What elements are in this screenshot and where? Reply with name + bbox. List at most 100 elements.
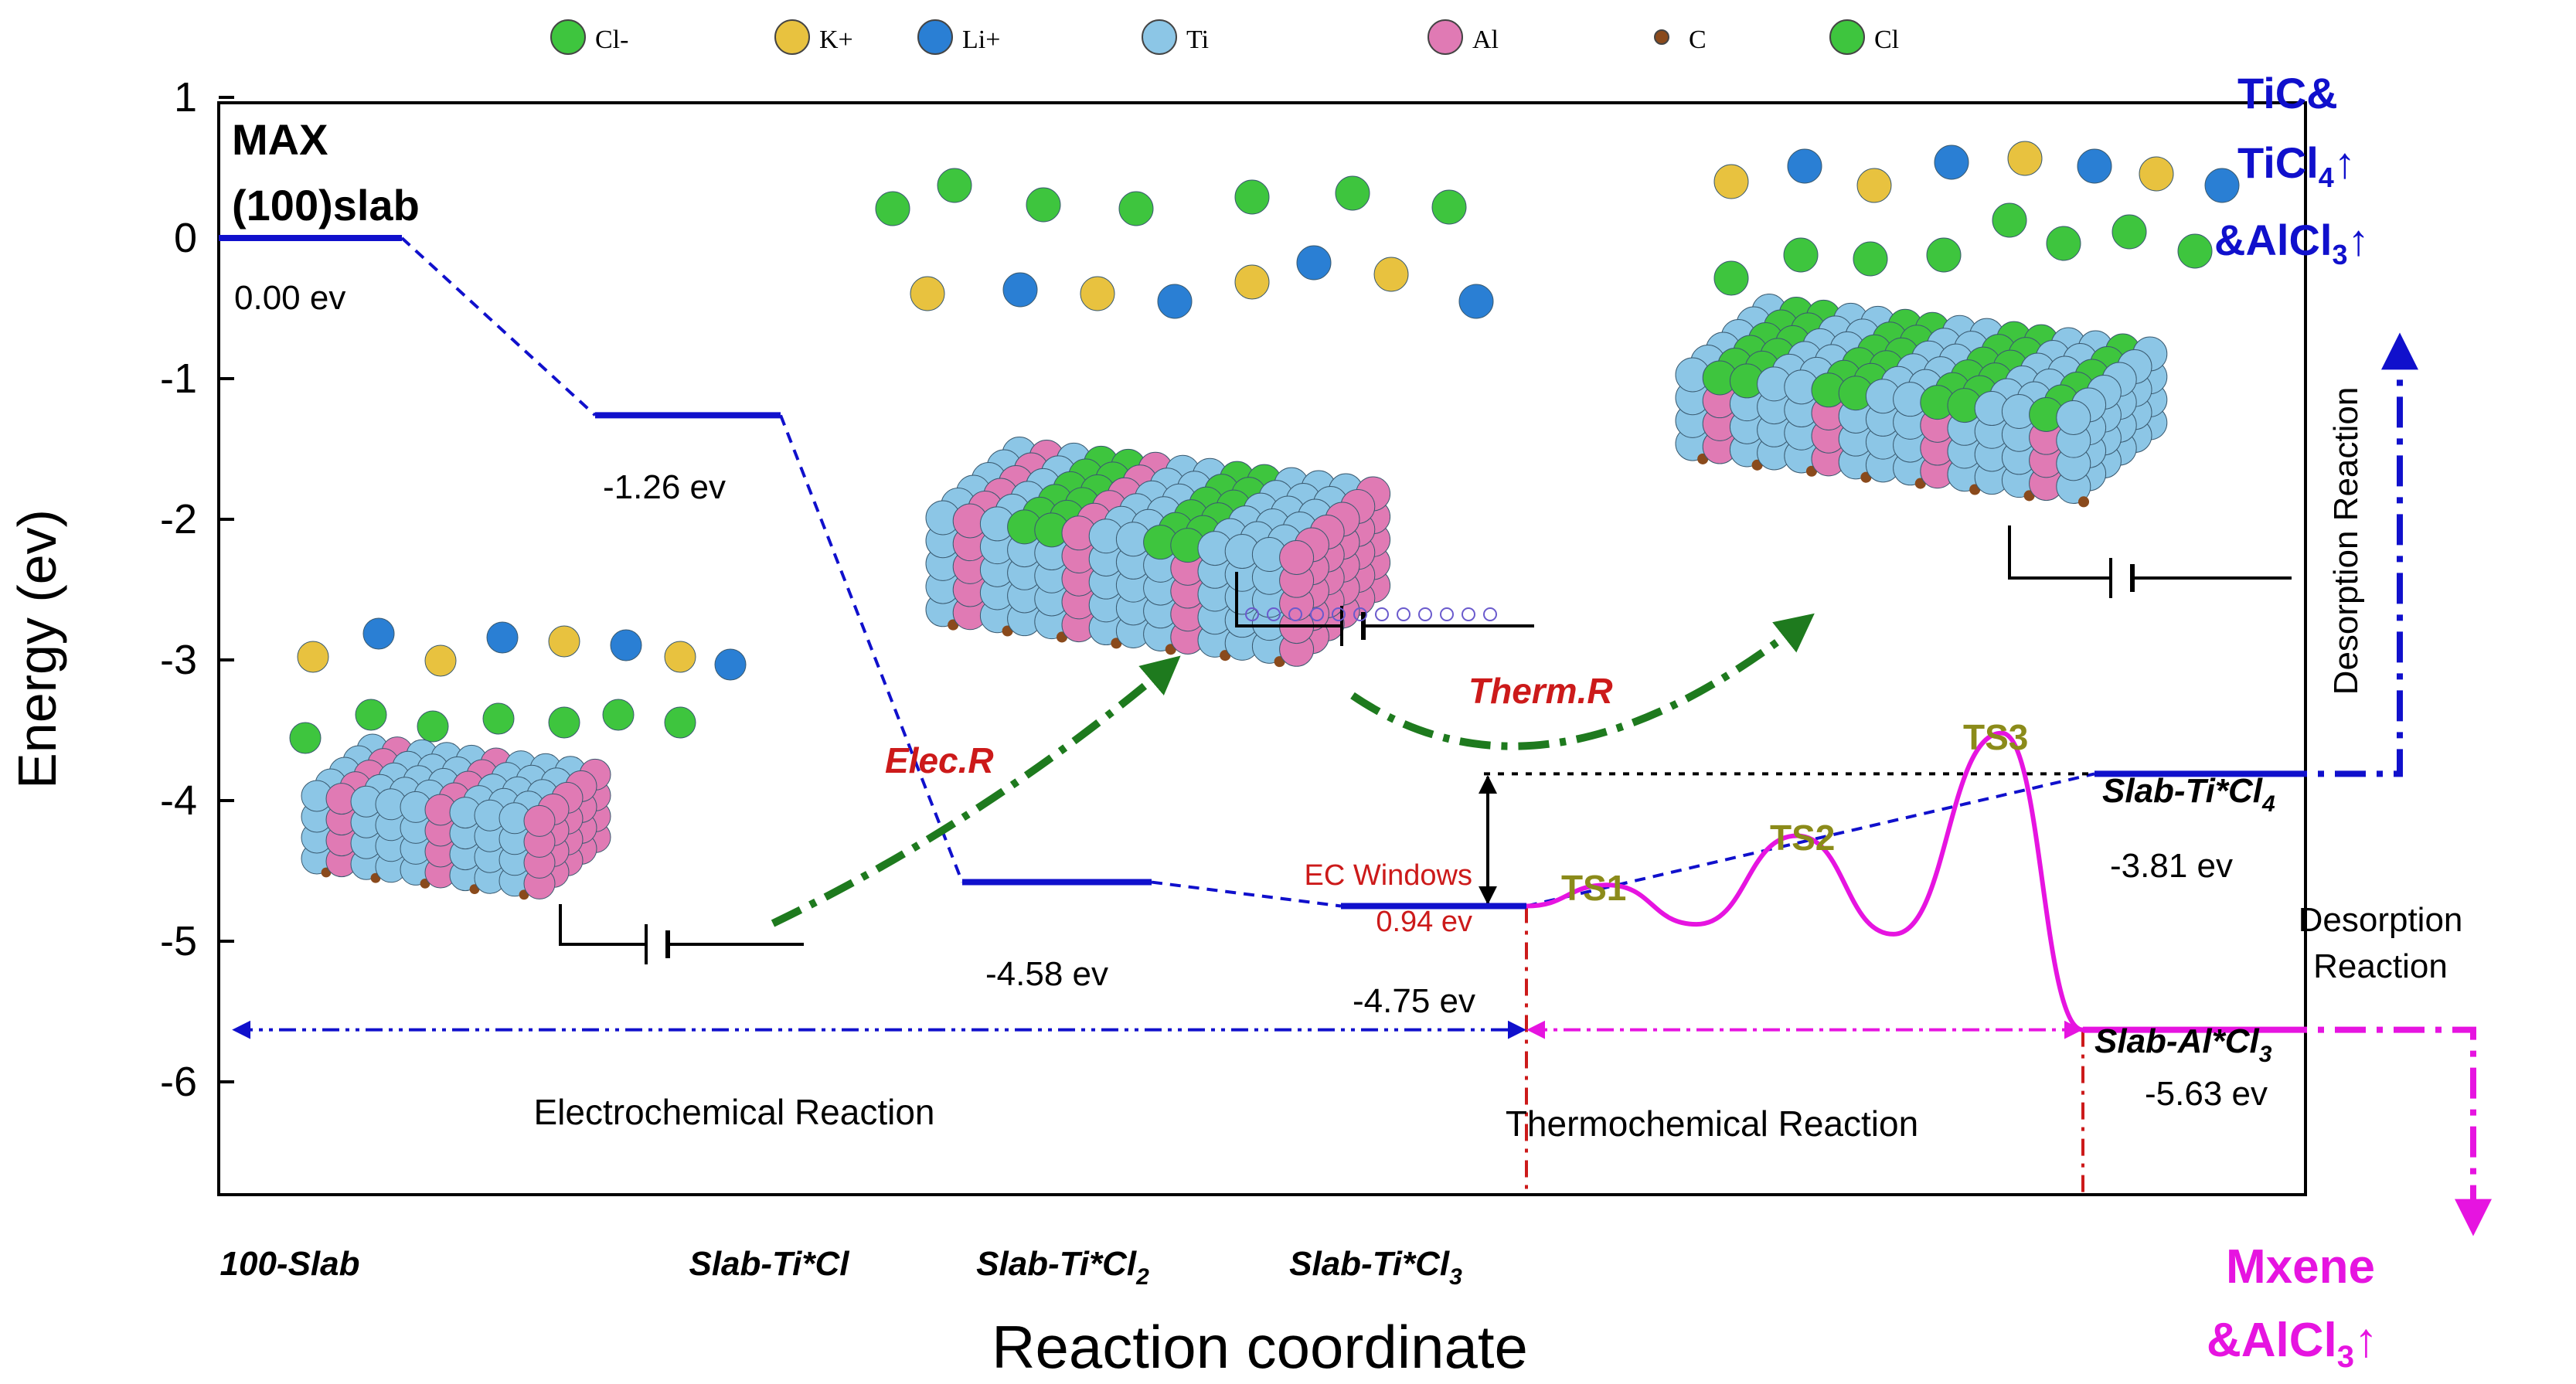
slab-illustrations — [289, 141, 2292, 964]
atom-sphere — [297, 641, 329, 673]
desorption-label-line1: Desorption — [2299, 901, 2463, 939]
atom-sphere — [1992, 202, 2027, 238]
atom-sphere — [1373, 257, 1409, 292]
slab-1 — [301, 733, 611, 900]
atom-sphere — [2112, 214, 2147, 250]
atom-sphere — [1026, 187, 1061, 223]
y-tick-label: -2 — [160, 496, 197, 542]
ts-curve — [1526, 730, 2084, 1032]
atom-sphere — [362, 617, 395, 650]
legend-item-3: Ti — [1142, 19, 1209, 55]
atom-sphere — [1118, 191, 1154, 226]
state-connectors — [232, 236, 2492, 1236]
atom-sphere — [1856, 168, 1892, 203]
legend-item-1: K+ — [774, 19, 853, 55]
atom-sphere — [2204, 168, 2240, 203]
atom-sphere — [2139, 156, 2174, 192]
atom-sphere — [1713, 164, 1749, 199]
ts-energy-profile: TS1 TS2 TS3 — [1526, 717, 2084, 1032]
legend-swatch — [1654, 29, 1669, 45]
slab-2 — [925, 437, 1391, 668]
atom-sphere — [1296, 245, 1332, 281]
connector-1 — [779, 414, 964, 883]
y-tick-label: -4 — [160, 777, 197, 824]
legend-label: K+ — [819, 26, 853, 54]
elec-r-arrow — [771, 655, 1181, 927]
legend-label: Al — [1472, 26, 1499, 54]
side-state-name-0: Slab-Ti*Cl4 — [2102, 772, 2275, 817]
y-axis-label: Energy (ev) — [7, 509, 67, 789]
atom-sphere — [2046, 226, 2081, 261]
atom-sphere — [664, 641, 696, 673]
y-axis-ticks: 10-1-2-3-4-5-6 — [160, 74, 234, 1105]
ts-label-1: TS1 — [1561, 868, 1626, 908]
legend-swatch — [1142, 19, 1177, 55]
atom-sphere — [2177, 233, 2213, 269]
atom-sphere — [1458, 284, 1494, 319]
atom-sphere — [1157, 284, 1193, 319]
atom-sphere — [1783, 237, 1819, 273]
y-tick-label: -6 — [160, 1059, 197, 1105]
atom-sphere — [1926, 237, 1962, 273]
value-label-1: -1.26 ev — [603, 468, 726, 506]
electrochemical-reaction-label: Electrochemical Reaction — [533, 1092, 934, 1132]
carbon-atom — [2077, 496, 2090, 508]
atom-sphere — [2056, 400, 2091, 435]
legend-swatch — [550, 19, 586, 55]
legend-swatch — [1428, 19, 1463, 55]
atom-sphere — [482, 702, 515, 735]
atom-sphere — [937, 168, 972, 203]
state-name-0: 100-Slab — [220, 1245, 360, 1283]
atom-sphere — [714, 648, 747, 681]
atom-sphere — [1234, 179, 1270, 215]
atom-sphere — [602, 699, 635, 731]
value-label-3: -4.75 ev — [1353, 982, 1475, 1020]
atom-sphere — [1234, 264, 1270, 300]
side-value-label-1: -5.63 ev — [2145, 1075, 2268, 1113]
legend-item-0: Cl- — [550, 19, 628, 55]
legend-item-6: Cl — [1829, 19, 1899, 55]
legend-swatch — [774, 19, 810, 55]
atom-sphere — [610, 629, 642, 661]
energy-levels — [219, 235, 2276, 1033]
atom-sphere — [1335, 175, 1370, 211]
ts-label-2: TS2 — [1770, 818, 1835, 858]
legend-label: Li+ — [962, 26, 1000, 54]
circuit-2 — [1235, 572, 1534, 646]
atom-sphere — [486, 621, 519, 654]
ec-window-title: EC Windows — [1305, 859, 1473, 892]
atom-sphere — [424, 644, 457, 677]
legend-item-4: Al — [1428, 19, 1499, 55]
ions-slab-1 — [289, 617, 747, 754]
ts-label-3: TS3 — [1963, 717, 2028, 757]
therm-r-arrow — [1350, 613, 1815, 750]
max-slab-label-line1: MAX — [232, 115, 328, 164]
desorption-reaction-vertical-label: Desorption Reaction — [2327, 387, 2365, 695]
atom-sphere — [1787, 148, 1822, 184]
atom-sphere — [355, 699, 387, 731]
state-labels: 0.00 ev-1.26 ev-4.58 ev-4.75 ev-3.81 ev-… — [220, 279, 2276, 1290]
circuit-3 — [2008, 525, 2292, 598]
atom-sphere — [1853, 241, 1888, 277]
electron-dots — [1245, 607, 1497, 621]
atom-sphere — [1713, 260, 1749, 296]
connector-0 — [400, 236, 597, 417]
y-tick-label: -5 — [160, 918, 197, 964]
circuit-1 — [559, 904, 804, 964]
atom-sphere — [2077, 148, 2112, 184]
atom-sphere — [523, 804, 556, 837]
y-tick-label: 0 — [174, 215, 197, 261]
product-bottom-line2: &AlCl3↑ — [2207, 1314, 2378, 1374]
atom-sphere — [1431, 189, 1467, 225]
atom-sphere — [548, 625, 580, 658]
max-slab-label-line2: (100)slab — [232, 181, 420, 230]
elec-r-label: Elec.R — [885, 740, 994, 780]
connector-2 — [1151, 880, 1342, 908]
atom-sphere — [417, 710, 449, 743]
desorption-path-mxene — [2276, 1026, 2492, 1236]
product-bottom-line1: Mxene — [2226, 1240, 2375, 1294]
atom-sphere — [910, 276, 945, 311]
desorption-label-line2: Reaction — [2313, 947, 2448, 985]
